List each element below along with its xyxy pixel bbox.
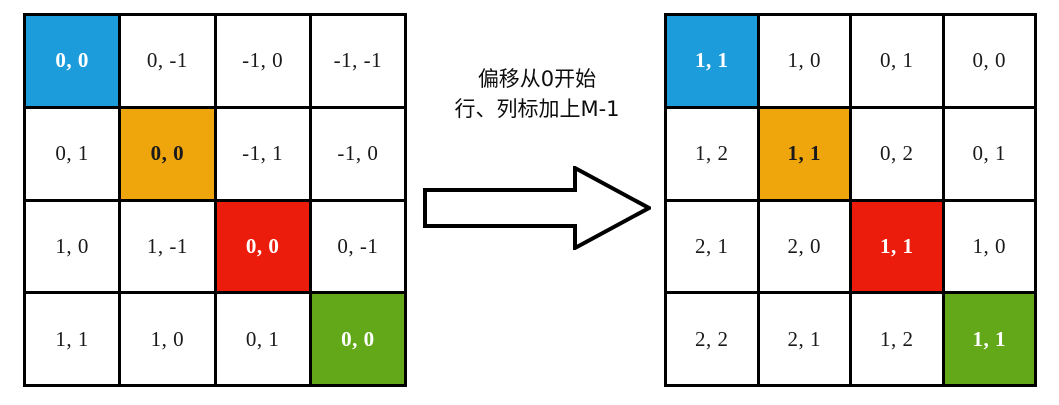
right-matrix-cell-r3-c0: 2, 2 [667, 294, 757, 384]
left-matrix-cell-r3-c2: 0, 1 [216, 294, 309, 384]
left-matrix-cell-r1-c3: -1, 0 [311, 108, 404, 199]
cell-value: 2, 1 [695, 233, 729, 258]
cell-value: 1, 0 [972, 233, 1006, 258]
left-matrix-cell-r0-c3: -1, -1 [311, 16, 404, 106]
left-matrix-cell-r2-c1: 1, -1 [121, 201, 214, 292]
right-index-matrix: 1, 1 1, 0 0, 1 0, 0 1, 2 1, 1 0, 2 0, 1 2, 1 2, 0… [664, 13, 1037, 387]
cell-value: -1, 1 [242, 141, 284, 166]
right-matrix-cell-r1-c1: 1, 1 [759, 108, 849, 199]
right-matrix-cell-r1-c3: 0, 1 [944, 108, 1034, 199]
right-matrix-cell-r0-c2: 0, 1 [852, 16, 942, 106]
right-matrix-cell-r2-c0: 2, 1 [667, 201, 757, 292]
right-matrix-cell-r1-c0: 1, 2 [667, 108, 757, 199]
cell-value: 1, 0 [787, 48, 821, 73]
cell-value: 0, 0 [55, 48, 89, 73]
left-matrix-cell-r0-c0: 0, 0 [26, 16, 119, 106]
cell-value: 1, 1 [55, 326, 89, 351]
right-matrix-cell-r0-c0: 1, 1 [667, 16, 757, 106]
cell-value: 0, 1 [245, 326, 280, 351]
cell-value: 1, -1 [146, 233, 188, 258]
cell-value: 2, 0 [787, 233, 821, 258]
cell-value: 1, 0 [150, 326, 185, 351]
cell-value: 0, 0 [150, 141, 185, 166]
right-matrix-cell-r0-c3: 0, 0 [944, 16, 1034, 106]
cell-value: 1, 1 [880, 233, 914, 258]
right-matrix-cell-r2-c1: 2, 0 [759, 201, 849, 292]
right-matrix-cell-r0-c1: 1, 0 [759, 16, 849, 106]
left-matrix-cell-r3-c3: 0, 0 [311, 294, 404, 384]
cell-value: 1, 2 [880, 326, 914, 351]
cell-value: 1, 1 [972, 326, 1006, 351]
cell-value: 0, 0 [245, 233, 280, 258]
cell-value: 0, 0 [972, 48, 1006, 73]
left-matrix-cell-r2-c2: 0, 0 [216, 201, 309, 292]
right-matrix-cell-r2-c3: 1, 0 [944, 201, 1034, 292]
cell-value: 2, 1 [787, 326, 821, 351]
cell-value: 0, -1 [337, 233, 379, 258]
left-offset-matrix: 0, 0 0, -1 -1, 0 -1, -1 0, 1 0, 0 -1, 1 -1, 0 1,… [23, 13, 407, 387]
left-matrix-cell-r1-c0: 0, 1 [26, 108, 119, 199]
left-matrix-cell-r0-c2: -1, 0 [216, 16, 309, 106]
left-matrix-cell-r3-c0: 1, 1 [26, 294, 119, 384]
cell-value: 1, 0 [55, 233, 89, 258]
right-matrix-cell-r3-c3: 1, 1 [944, 294, 1034, 384]
cell-value: 0, 0 [341, 326, 375, 351]
cell-value: -1, 0 [337, 141, 379, 166]
right-matrix-cell-r3-c2: 1, 2 [852, 294, 942, 384]
left-matrix-cell-r1-c2: -1, 1 [216, 108, 309, 199]
annotation-line-2: 行、列标加上M-1 [454, 97, 620, 122]
left-matrix-cell-r3-c1: 1, 0 [121, 294, 214, 384]
right-matrix-cell-r3-c1: 2, 1 [759, 294, 849, 384]
right-matrix-cell-r2-c2: 1, 1 [852, 201, 942, 292]
annotation-line-1: 偏移从0开始 [477, 67, 597, 91]
cell-value: 1, 1 [695, 48, 729, 73]
cell-value: -1, 0 [242, 48, 284, 73]
cell-value: 0, 1 [880, 48, 914, 73]
cell-value: 1, 1 [787, 141, 821, 166]
cell-value: 0, 1 [972, 141, 1006, 166]
left-matrix-cell-r0-c1: 0, -1 [121, 16, 214, 106]
left-matrix-cell-r2-c0: 1, 0 [26, 201, 119, 292]
left-matrix-cell-r1-c1: 0, 0 [121, 108, 214, 199]
left-matrix-cell-r2-c3: 0, -1 [311, 201, 404, 292]
right-matrix-cell-r1-c2: 0, 2 [852, 108, 942, 199]
cell-value: -1, -1 [333, 48, 383, 73]
cell-value: 0, 1 [55, 141, 89, 166]
cell-value: 1, 2 [695, 141, 729, 166]
cell-value: 2, 2 [695, 326, 729, 351]
cell-value: 0, -1 [146, 48, 188, 73]
right-arrow-icon [423, 166, 651, 250]
cell-value: 0, 2 [880, 141, 914, 166]
transform-annotation: 偏移从0开始 行、列标加上M-1 [412, 64, 662, 125]
